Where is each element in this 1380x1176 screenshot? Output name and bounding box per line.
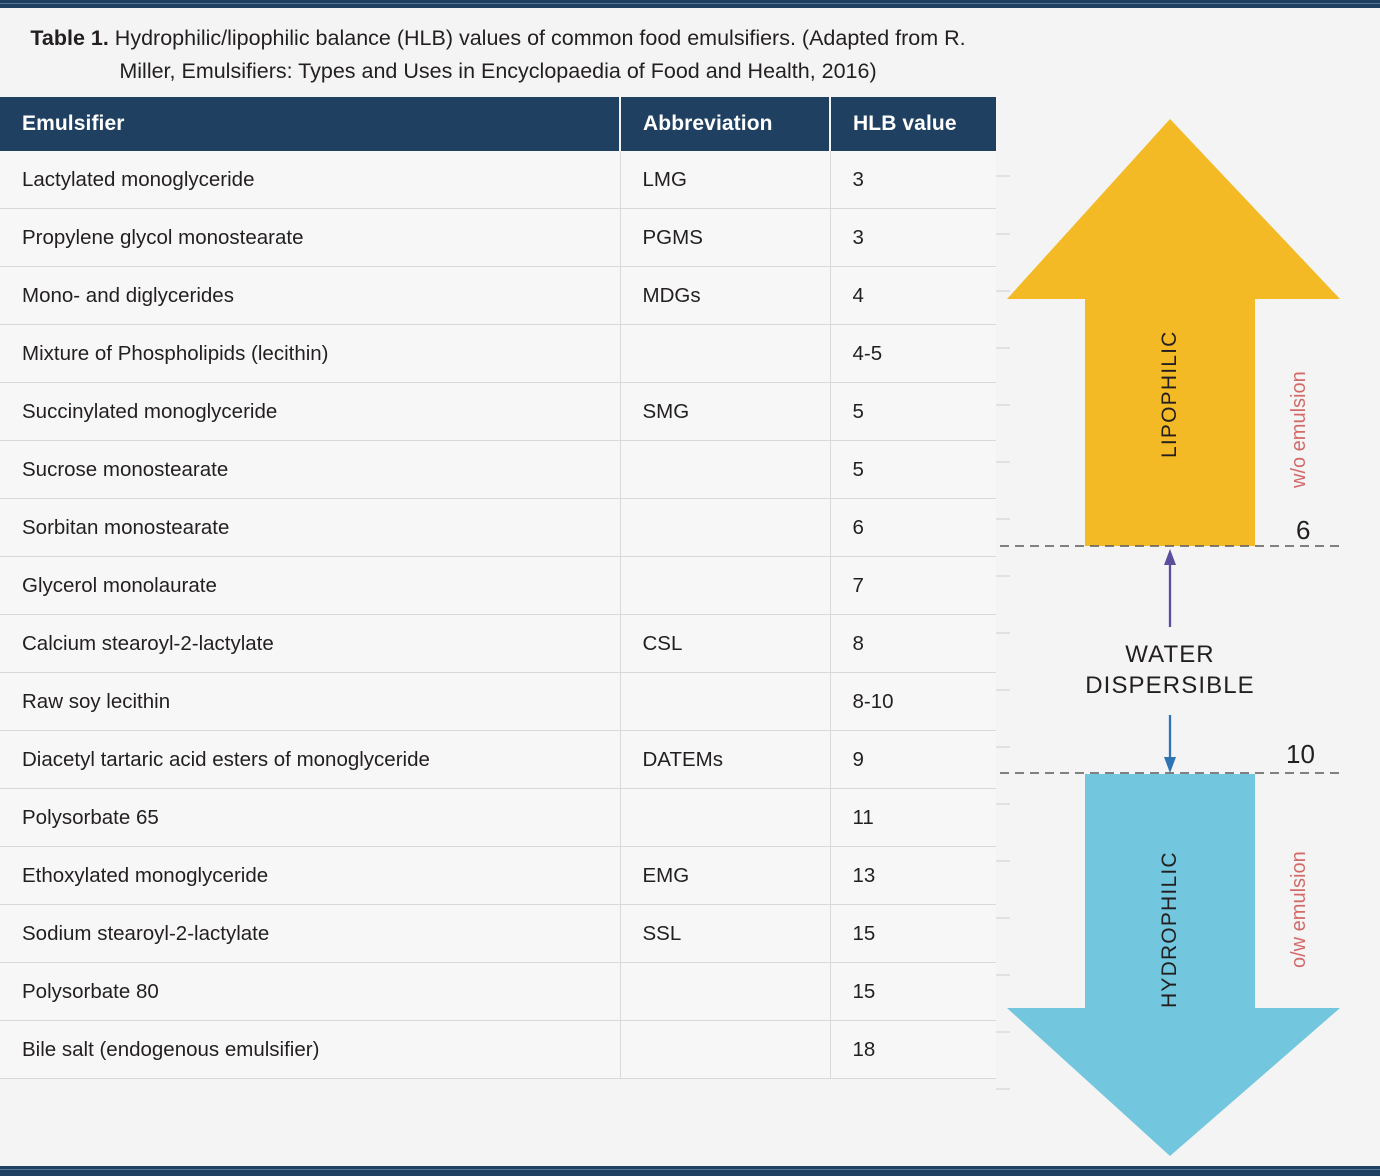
table-row[interactable]: Sorbitan monostearate 6	[0, 498, 996, 558]
cell-abbreviation: CSL	[620, 614, 831, 674]
cell-emulsifier: Succinylated monoglyceride	[0, 382, 621, 442]
column-header-emulsifier[interactable]: Emulsifier	[0, 97, 621, 152]
cell-abbreviation: PGMS	[620, 208, 831, 268]
table-row[interactable]: Polysorbate 65 11	[0, 788, 996, 848]
cell-hlb-value: 11	[830, 788, 996, 848]
cell-hlb-value: 9	[830, 730, 996, 790]
ow-emulsion-label: o/w emulsion	[1288, 851, 1310, 968]
cell-emulsifier: Diacetyl tartaric acid esters of monogly…	[0, 730, 621, 790]
cell-hlb-value: 4-5	[830, 324, 996, 384]
water-dispersible-down-connector	[1164, 715, 1176, 773]
cell-hlb-value: 13	[830, 846, 996, 906]
table-header-row: Emulsifier Abbreviation HLB value	[0, 97, 996, 152]
table-row[interactable]: Sucrose monostearate 5	[0, 440, 996, 500]
cell-emulsifier: Mixture of Phospholipids (lecithin)	[0, 324, 621, 384]
cell-emulsifier: Propylene glycol monostearate	[0, 208, 621, 268]
column-header-abbreviation[interactable]: Abbreviation	[620, 97, 831, 152]
cell-abbreviation	[620, 324, 831, 384]
cell-abbreviation	[620, 556, 831, 616]
cell-abbreviation: EMG	[620, 846, 831, 906]
column-header-hlb-value[interactable]: HLB value	[830, 97, 996, 152]
table-row[interactable]: Diacetyl tartaric acid esters of monogly…	[0, 730, 996, 790]
cell-hlb-value: 4	[830, 266, 996, 326]
threshold-value-lower: 10	[1286, 739, 1315, 769]
cell-hlb-value: 5	[830, 440, 996, 500]
cell-hlb-value: 15	[830, 962, 996, 1022]
cell-abbreviation	[620, 440, 831, 500]
threshold-value-upper: 6	[1296, 515, 1310, 545]
cell-hlb-value: 5	[830, 382, 996, 442]
cell-hlb-value: 3	[830, 208, 996, 268]
table-row[interactable]: Polysorbate 80 15	[0, 962, 996, 1022]
cell-abbreviation	[620, 788, 831, 848]
table-row[interactable]: Mixture of Phospholipids (lecithin) 4-5	[0, 324, 996, 384]
cell-emulsifier: Sodium stearoyl-2-lactylate	[0, 904, 621, 964]
bottom-accent-rule	[0, 1166, 1380, 1176]
cell-abbreviation	[620, 1020, 831, 1080]
cell-emulsifier: Calcium stearoyl-2-lactylate	[0, 614, 621, 674]
top-accent-rule	[0, 0, 1380, 8]
water-dispersible-line1: WATER	[1125, 641, 1215, 668]
cell-emulsifier: Polysorbate 80	[0, 962, 621, 1022]
cell-abbreviation: MDGs	[620, 266, 831, 326]
table-row[interactable]: Raw soy lecithin 8-10	[0, 672, 996, 732]
hydrophilic-arrow-label: HYDROPHILIC	[1158, 851, 1181, 1008]
cell-abbreviation: DATEMs	[620, 730, 831, 790]
lipophilic-up-arrow	[1007, 119, 1340, 546]
row-tick-marks	[996, 175, 1010, 1090]
cell-hlb-value: 8	[830, 614, 996, 674]
wo-emulsion-label: w/o emulsion	[1288, 371, 1310, 489]
cell-emulsifier: Bile salt (endogenous emulsifier)	[0, 1020, 621, 1080]
hlb-table: Emulsifier Abbreviation HLB value Lactyl…	[0, 97, 996, 1080]
lipophilic-arrow-label: LIPOPHILIC	[1158, 330, 1181, 458]
cell-abbreviation	[620, 962, 831, 1022]
caption-text: Hydrophilic/lipophilic balance (HLB) val…	[108, 26, 966, 83]
cell-abbreviation: LMG	[620, 151, 831, 210]
cell-emulsifier: Polysorbate 65	[0, 788, 621, 848]
table-panel: Table 1. Hydrophilic/lipophilic balance …	[0, 8, 996, 1166]
cell-emulsifier: Raw soy lecithin	[0, 672, 621, 732]
cell-emulsifier: Sorbitan monostearate	[0, 498, 621, 558]
cell-hlb-value: 18	[830, 1020, 996, 1080]
table-row[interactable]: Glycerol monolaurate 7	[0, 556, 996, 616]
cell-hlb-value: 3	[830, 151, 996, 210]
cell-emulsifier: Lactylated monoglyceride	[0, 151, 621, 210]
cell-emulsifier: Sucrose monostearate	[0, 440, 621, 500]
cell-hlb-value: 15	[830, 904, 996, 964]
cell-emulsifier: Ethoxylated monoglyceride	[0, 846, 621, 906]
cell-abbreviation: SSL	[620, 904, 831, 964]
water-dispersible-line2: DISPERSIBLE	[1085, 672, 1255, 699]
cell-abbreviation	[620, 672, 831, 732]
water-dispersible-up-connector	[1164, 549, 1176, 627]
cell-emulsifier: Glycerol monolaurate	[0, 556, 621, 616]
cell-abbreviation: SMG	[620, 382, 831, 442]
cell-emulsifier: Mono- and diglycerides	[0, 266, 621, 326]
bottom-accent-hairline	[0, 1169, 1380, 1170]
top-accent-hairline	[0, 3, 1380, 4]
cell-hlb-value: 7	[830, 556, 996, 616]
table-header: Emulsifier Abbreviation HLB value	[0, 97, 996, 152]
cell-abbreviation	[620, 498, 831, 558]
cell-hlb-value: 8-10	[830, 672, 996, 732]
table-caption: Table 1. Hydrophilic/lipophilic balance …	[0, 8, 996, 97]
hlb-scale-diagram: LIPOPHILIC w/o emulsion 6 WATER DISPERSI…	[996, 8, 1380, 1166]
table-row[interactable]: Bile salt (endogenous emulsifier) 18	[0, 1020, 996, 1080]
hydrophilic-down-arrow	[1007, 774, 1340, 1156]
cell-hlb-value: 6	[830, 498, 996, 558]
caption-label: Table 1.	[30, 26, 109, 50]
